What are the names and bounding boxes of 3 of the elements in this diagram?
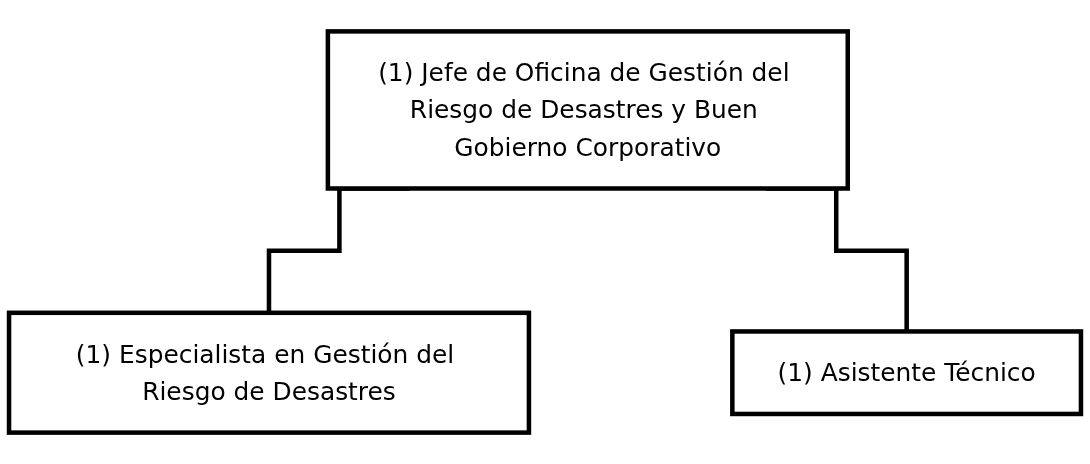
node-box: (1) Asistente Técnico [730, 329, 1084, 417]
node-box: (1) Jefe de Oficina de Gestión del Riesgo de Desastres y Buen Gobierno Corporativo [325, 29, 850, 191]
node-box: (1) Especialista en Gestión del Riesgo de Desastres [6, 310, 532, 435]
